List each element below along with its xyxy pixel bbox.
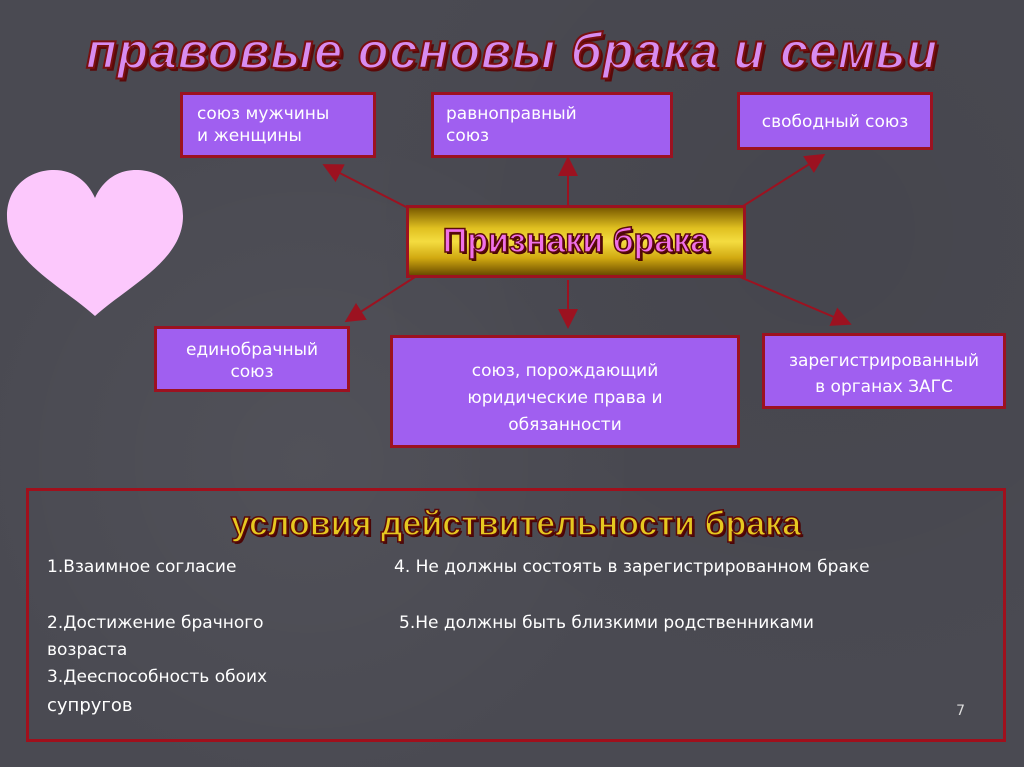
sign-5-line1: союз, порождающий [471,361,659,381]
conditions-panel: условия действительности брака 1.Взаимно… [26,488,1006,742]
sign-4-line1: единобрачный [185,340,319,360]
slide-title: правовые основы брака и семьи [85,22,939,80]
arrow-to-sign-3 [739,153,826,209]
sign-box-2: равноправный союз [431,92,673,158]
center-signs-box: Признаки брака [406,205,746,278]
arrow-to-sign-4 [344,276,416,323]
condition-4: 4. Не должны состоять в зарегистрированн… [394,557,870,577]
center-label: Признаки брака [442,221,710,261]
sign-box-4: единобрачный союз [154,326,350,392]
page-number: 7 [956,703,965,719]
sign-box-6: зарегистрированный в органах ЗАГС [762,333,1006,409]
condition-3a: 3.Дееспособность обоих [47,667,268,687]
sign-2-line2: союз [446,126,490,146]
condition-1: 1.Взаимное согласие [47,557,237,577]
sign-6-line2: в органах ЗАГС [815,377,953,397]
sign-2-line1: равноправный [446,104,577,124]
condition-5: 5.Не должны быть близкими родственниками [399,613,814,633]
sign-5-line3: обязанности [508,415,622,435]
arrow-to-sign-1 [322,164,413,211]
condition-2a: 2.Достижение брачного [47,613,264,633]
sign-1-line2: и женщины [197,126,302,146]
sign-4-line2: союз [230,362,274,382]
arrow-to-sign-6 [739,276,852,326]
sign-3-line1: свободный союз [761,112,909,132]
sign-box-1: союз мужчины и женщины [180,92,376,158]
sign-1-line1: союз мужчины [197,104,330,124]
condition-2b: возраста [47,640,128,660]
sign-6-line1: зарегистрированный [788,351,980,371]
sign-5-line2: юридические права и [467,388,663,408]
heart-icon [7,170,183,316]
condition-3b: супругов [47,695,133,716]
sign-box-3: свободный союз [737,92,933,150]
sign-box-5: союз, порождающий юридические права и об… [390,335,740,448]
conditions-title: условия действительности брака [230,504,802,544]
